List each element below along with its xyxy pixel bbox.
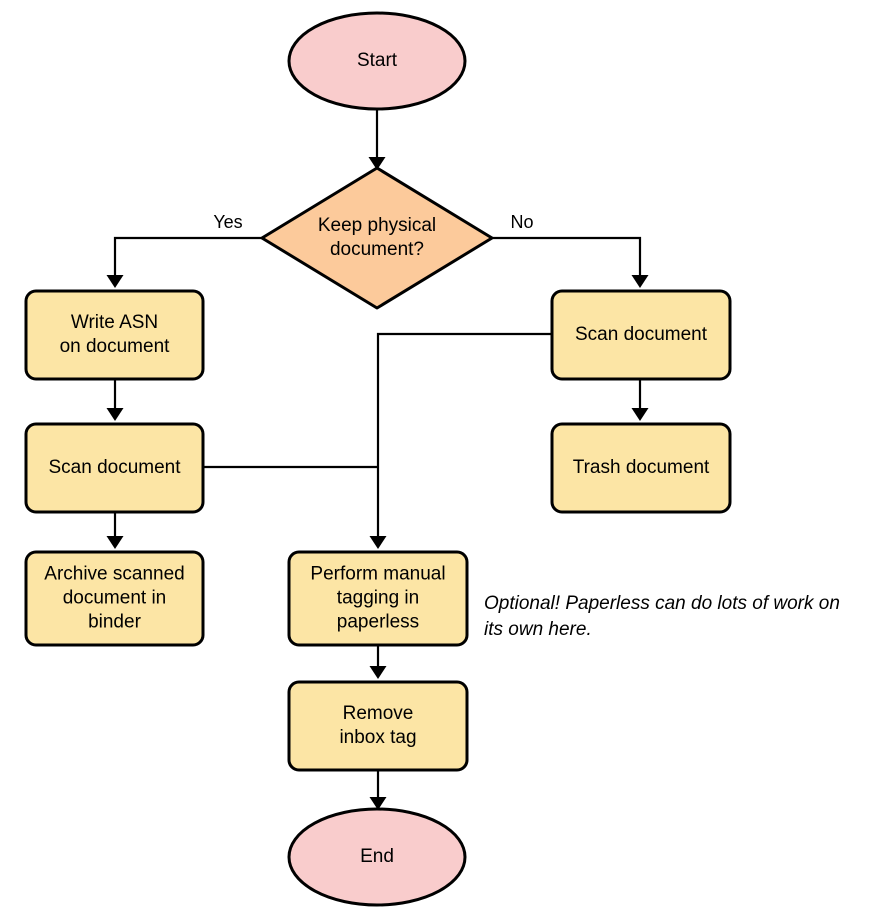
node-scan_right[interactable]: Scan document [550, 289, 732, 381]
process-shape[interactable] [287, 680, 469, 772]
node-label-line: Archive scanned [44, 564, 184, 585]
node-label-line: End [360, 846, 394, 867]
edge-scan-left-to-archive [106, 512, 124, 549]
edge-decision-yes-to-write-asn: Yes [106, 212, 262, 288]
process-shape[interactable] [287, 550, 469, 647]
node-label-line: inbox tag [339, 727, 416, 748]
process-shape[interactable] [24, 289, 205, 381]
terminator-shape[interactable] [287, 807, 467, 907]
process-shape[interactable] [24, 550, 205, 647]
arrowhead-icon [106, 408, 124, 421]
arrowhead-icon [369, 536, 387, 549]
node-label-line: Start [357, 50, 398, 71]
node-label-line: Trash document [573, 457, 710, 478]
edge-write-asn-to-scan-left [106, 379, 124, 421]
node-keep_physical[interactable]: Keep physical document? [260, 166, 494, 310]
annotation-line: Optional! Paperless can do lots of work … [484, 593, 840, 614]
edge-decision-no-to-scan-right: No [492, 212, 649, 288]
edge-label: Yes [213, 212, 242, 232]
terminator-shape[interactable] [287, 11, 467, 111]
edges-layer: Yes No [106, 109, 649, 810]
process-shape[interactable] [24, 422, 205, 514]
node-scan_left[interactable]: Scan document [24, 422, 205, 514]
node-label-line: document in [63, 588, 167, 609]
decision-shape[interactable] [260, 166, 494, 310]
node-label-line: Remove [343, 703, 414, 724]
arrowhead-icon [106, 536, 124, 549]
node-label-line: Write ASN [71, 312, 158, 333]
node-label-line: binder [88, 612, 141, 633]
edge-path [113, 236, 262, 278]
process-shape[interactable] [550, 422, 732, 514]
arrowhead-icon [369, 666, 387, 679]
node-trash_document[interactable]: Trash document [550, 422, 732, 514]
annotation-optional-note: Optional! Paperless can do lots of work … [484, 593, 840, 640]
node-label-line: Scan document [48, 457, 181, 478]
node-archive_binder[interactable]: Archive scanned document in binder [24, 550, 205, 647]
edge-label: No [510, 212, 533, 232]
edge-scan-right-to-manual-tagging [369, 332, 552, 549]
arrowhead-icon [631, 275, 649, 288]
arrowhead-icon [369, 797, 387, 810]
node-label-line: Keep physical [318, 215, 436, 236]
arrowhead-icon [106, 275, 124, 288]
node-label-line: Scan document [575, 324, 708, 345]
process-shape[interactable] [550, 289, 732, 381]
arrowhead-icon [368, 157, 386, 170]
edge-start-to-decision [368, 109, 386, 170]
edge-remove-inbox-tag-to-end [369, 770, 387, 810]
arrowhead-icon [631, 408, 649, 421]
node-manual_tagging[interactable]: Perform manual tagging in paperless [287, 550, 469, 647]
edge-path [376, 332, 552, 540]
node-label-line: Perform manual [310, 564, 445, 585]
edge-scan-right-to-trash [631, 379, 649, 421]
node-remove_inbox_tag[interactable]: Remove inbox tag [287, 680, 469, 772]
node-label-line: paperless [337, 612, 419, 633]
node-label-line: on document [60, 336, 171, 357]
node-label-line: tagging in [337, 588, 419, 609]
node-start[interactable]: Start [287, 11, 467, 111]
annotation-line: its own here. [484, 619, 592, 640]
node-end[interactable]: End [287, 807, 467, 907]
edge-manual-tagging-to-remove-inbox-tag [369, 645, 387, 679]
edge-path [492, 236, 642, 278]
node-label-line: document? [330, 239, 424, 260]
node-write_asn[interactable]: Write ASN on document [24, 289, 205, 381]
annotations-layer: Optional! Paperless can do lots of work … [484, 593, 840, 640]
